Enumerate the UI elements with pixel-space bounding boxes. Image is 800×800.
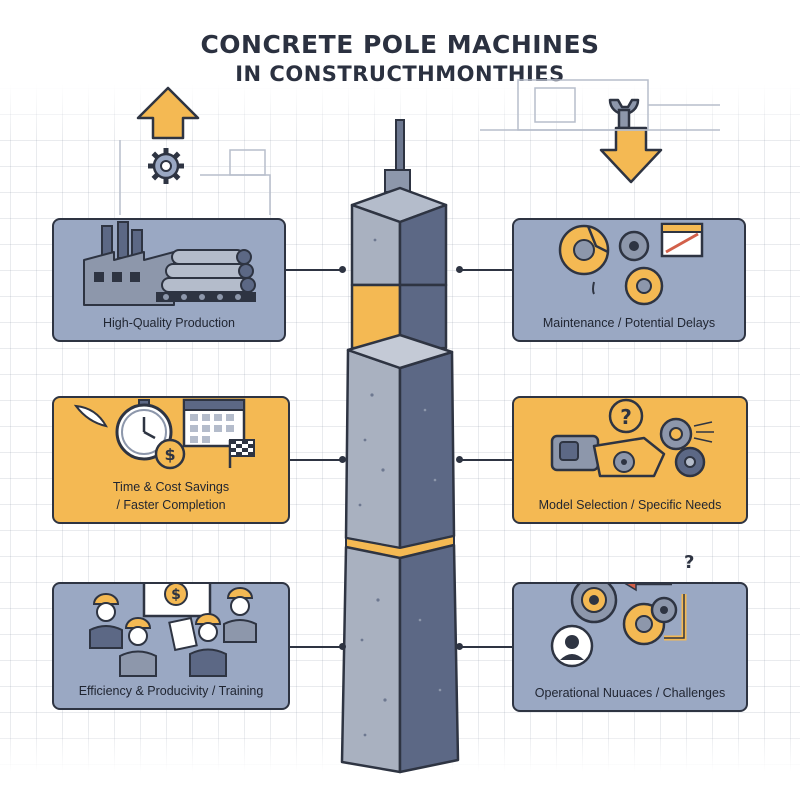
blueprint-machine-outline xyxy=(480,79,720,131)
pole-segment-2-front xyxy=(344,348,402,550)
grid-fade-top xyxy=(0,0,800,140)
svg-text:$: $ xyxy=(171,587,181,603)
connector-dot xyxy=(456,643,463,650)
concrete-speckles xyxy=(358,238,442,737)
card-label: Efficiency & Producivity / Training xyxy=(78,684,264,698)
pole-band-1-side xyxy=(398,283,448,352)
workers-training-icon: $ xyxy=(89,584,257,677)
question-mark-icon: ? xyxy=(684,552,695,573)
card-label: Model Selection / Specific Needs xyxy=(538,498,722,512)
svg-text:$: $ xyxy=(164,445,175,464)
pole-segment-3-front xyxy=(340,545,402,774)
card-operational-challenges: Operational Nuuaces / Challenges xyxy=(512,582,748,712)
factory-pipes-icon xyxy=(83,221,256,306)
card-label: Operational Nuuaces / Challenges xyxy=(534,686,726,700)
page-title-line-2: IN CONSTRUCTHMONTHIES xyxy=(235,62,565,86)
card-efficiency-training: $ Efficiency & Producivity / Training xyxy=(52,582,290,710)
svg-text:?: ? xyxy=(620,405,632,429)
connector-dot xyxy=(339,266,346,273)
down-arrow-icon xyxy=(599,126,663,184)
connector-dot xyxy=(456,266,463,273)
machine-question-icon: ? xyxy=(550,398,714,478)
connector-right-1 xyxy=(460,269,512,271)
connector-left-1 xyxy=(284,269,342,271)
connector-dot xyxy=(339,456,346,463)
gears-operator-icon xyxy=(550,584,687,668)
card-label: Maintenance / Potential Delays xyxy=(542,316,716,330)
stopwatch-calendar-flag-icon: $ xyxy=(73,398,255,470)
connector-right-2 xyxy=(460,459,512,461)
connector-left-2 xyxy=(290,459,342,461)
connector-dot xyxy=(456,456,463,463)
card-time-cost-savings: $ Time & Cost Savings / Faster Completio… xyxy=(52,396,290,524)
gear-icon xyxy=(148,148,184,184)
card-model-selection: ? Model Selection / Specific Needs xyxy=(512,396,748,524)
connector-left-3 xyxy=(290,646,342,648)
blueprint-pipe-outline xyxy=(119,140,271,215)
rebar-rod xyxy=(384,119,411,193)
connector-dot xyxy=(339,643,346,650)
card-maintenance: Maintenance / Potential Delays xyxy=(512,218,746,342)
card-high-quality-production: High-Quality Production xyxy=(52,218,286,342)
card-label: Time & Cost Savings / Faster Completion xyxy=(112,480,230,512)
pole-segment-2-side xyxy=(398,350,456,550)
page-title-line-1: CONCRETE POLE MACHINES xyxy=(200,30,600,59)
card-label: High-Quality Production xyxy=(102,316,235,330)
broken-gears-calendar-icon xyxy=(558,222,704,306)
connector-right-3 xyxy=(460,646,512,648)
up-arrow-icon xyxy=(136,86,200,140)
pole-segment-2-top xyxy=(346,333,454,370)
pole-segment-3-side xyxy=(398,543,460,774)
